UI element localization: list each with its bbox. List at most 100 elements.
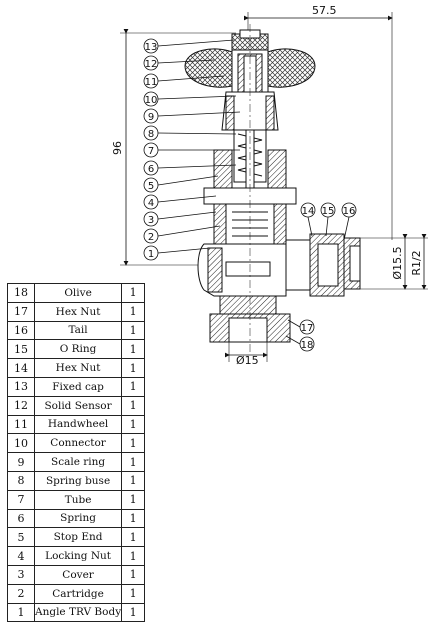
- part-quantity: 1: [121, 583, 146, 604]
- part-number: 11: [7, 414, 35, 435]
- part-name: Locking Nut: [33, 546, 123, 566]
- part-name: Olive: [33, 283, 123, 303]
- callout-group: [157, 39, 350, 345]
- callout-4: [143, 194, 159, 210]
- part-name: Handwheel: [33, 414, 123, 435]
- callout-10-label: 10: [145, 95, 158, 106]
- callout-17-label: 17: [301, 323, 314, 334]
- part-quantity: 1: [121, 602, 146, 623]
- callout-17: [299, 319, 315, 335]
- callout-3-label: 3: [148, 215, 154, 226]
- callout-14-label: 14: [302, 206, 315, 217]
- callout-13-label: 13: [145, 42, 158, 53]
- part-name: Tube: [33, 489, 123, 510]
- dimension-outlet: Ø15: [225, 342, 268, 367]
- callout-4-label: 4: [148, 198, 154, 209]
- part-name: Spring: [33, 508, 123, 529]
- part-quantity: 1: [121, 546, 146, 566]
- callout-1-label: 1: [148, 249, 154, 260]
- callout-13: [143, 38, 159, 54]
- part-number: 16: [7, 320, 35, 341]
- callout-16-label: 16: [343, 206, 356, 217]
- part-name: Connector: [33, 433, 123, 454]
- callout-6: [143, 160, 159, 176]
- callout-7: [143, 142, 159, 158]
- callout-9: [143, 108, 159, 124]
- part-number: 18: [7, 283, 35, 303]
- callout-5-label: 5: [148, 181, 154, 192]
- callout-18: [299, 336, 315, 352]
- valve-body: [184, 24, 361, 352]
- dimension-width-label: 57.5: [312, 4, 337, 17]
- part-number: 14: [7, 358, 35, 378]
- callout-7-label: 7: [148, 146, 154, 157]
- callout-bubbles: 1 2 3 4 5 6 7 8 9 10 11 12 13 14 15 16 1…: [143, 38, 357, 352]
- callout-16: [341, 202, 357, 218]
- callout-11-label: 11: [145, 77, 158, 88]
- callout-12: [143, 55, 159, 71]
- part-number: 9: [7, 452, 35, 472]
- part-name: O Ring: [33, 339, 123, 360]
- part-number: 4: [7, 546, 35, 566]
- part-number: 5: [7, 527, 35, 548]
- part-number: 3: [7, 564, 35, 585]
- callout-5: [143, 177, 159, 193]
- dimension-bore-label: Ø15.5: [391, 246, 404, 279]
- callout-8: [143, 125, 159, 141]
- part-name: Cover: [33, 564, 123, 585]
- callout-15-label: 15: [322, 206, 335, 217]
- part-quantity: 1: [121, 489, 146, 510]
- part-name: Angle TRV Body: [33, 602, 123, 623]
- callout-8-label: 8: [148, 129, 154, 140]
- part-name: Spring buse: [33, 470, 123, 491]
- callout-14: [300, 202, 316, 218]
- part-quantity: 1: [121, 470, 146, 491]
- callout-2-label: 2: [148, 232, 154, 243]
- callout-1: [143, 245, 159, 261]
- callout-6-label: 6: [148, 164, 154, 175]
- callout-3: [143, 211, 159, 227]
- part-name: Hex Nut: [33, 358, 123, 378]
- part-quantity: 1: [121, 414, 146, 435]
- part-number: 12: [7, 395, 35, 416]
- part-number: 10: [7, 433, 35, 454]
- part-quantity: 1: [121, 527, 146, 548]
- part-number: 6: [7, 508, 35, 529]
- part-number: 17: [7, 301, 35, 322]
- dimension-height-label: 96: [111, 141, 124, 155]
- part-name: Stop End: [33, 527, 123, 548]
- part-name: Cartridge: [33, 583, 123, 604]
- part-number: 15: [7, 339, 35, 360]
- part-quantity: 1: [121, 452, 146, 472]
- part-quantity: 1: [121, 564, 146, 585]
- part-name: Tail: [33, 320, 123, 341]
- part-name: Fixed cap: [33, 376, 123, 397]
- dimension-height: 96: [111, 29, 236, 266]
- part-number: 7: [7, 489, 35, 510]
- part-name: Scale ring: [33, 452, 123, 472]
- part-name: Hex Nut: [33, 301, 123, 322]
- part-quantity: 1: [121, 339, 146, 360]
- dimension-width: 57.5: [244, 4, 393, 240]
- part-quantity: 1: [121, 508, 146, 529]
- dimension-thread-label: R1/2: [410, 250, 423, 275]
- part-quantity: 1: [121, 283, 146, 303]
- part-quantity: 1: [121, 395, 146, 416]
